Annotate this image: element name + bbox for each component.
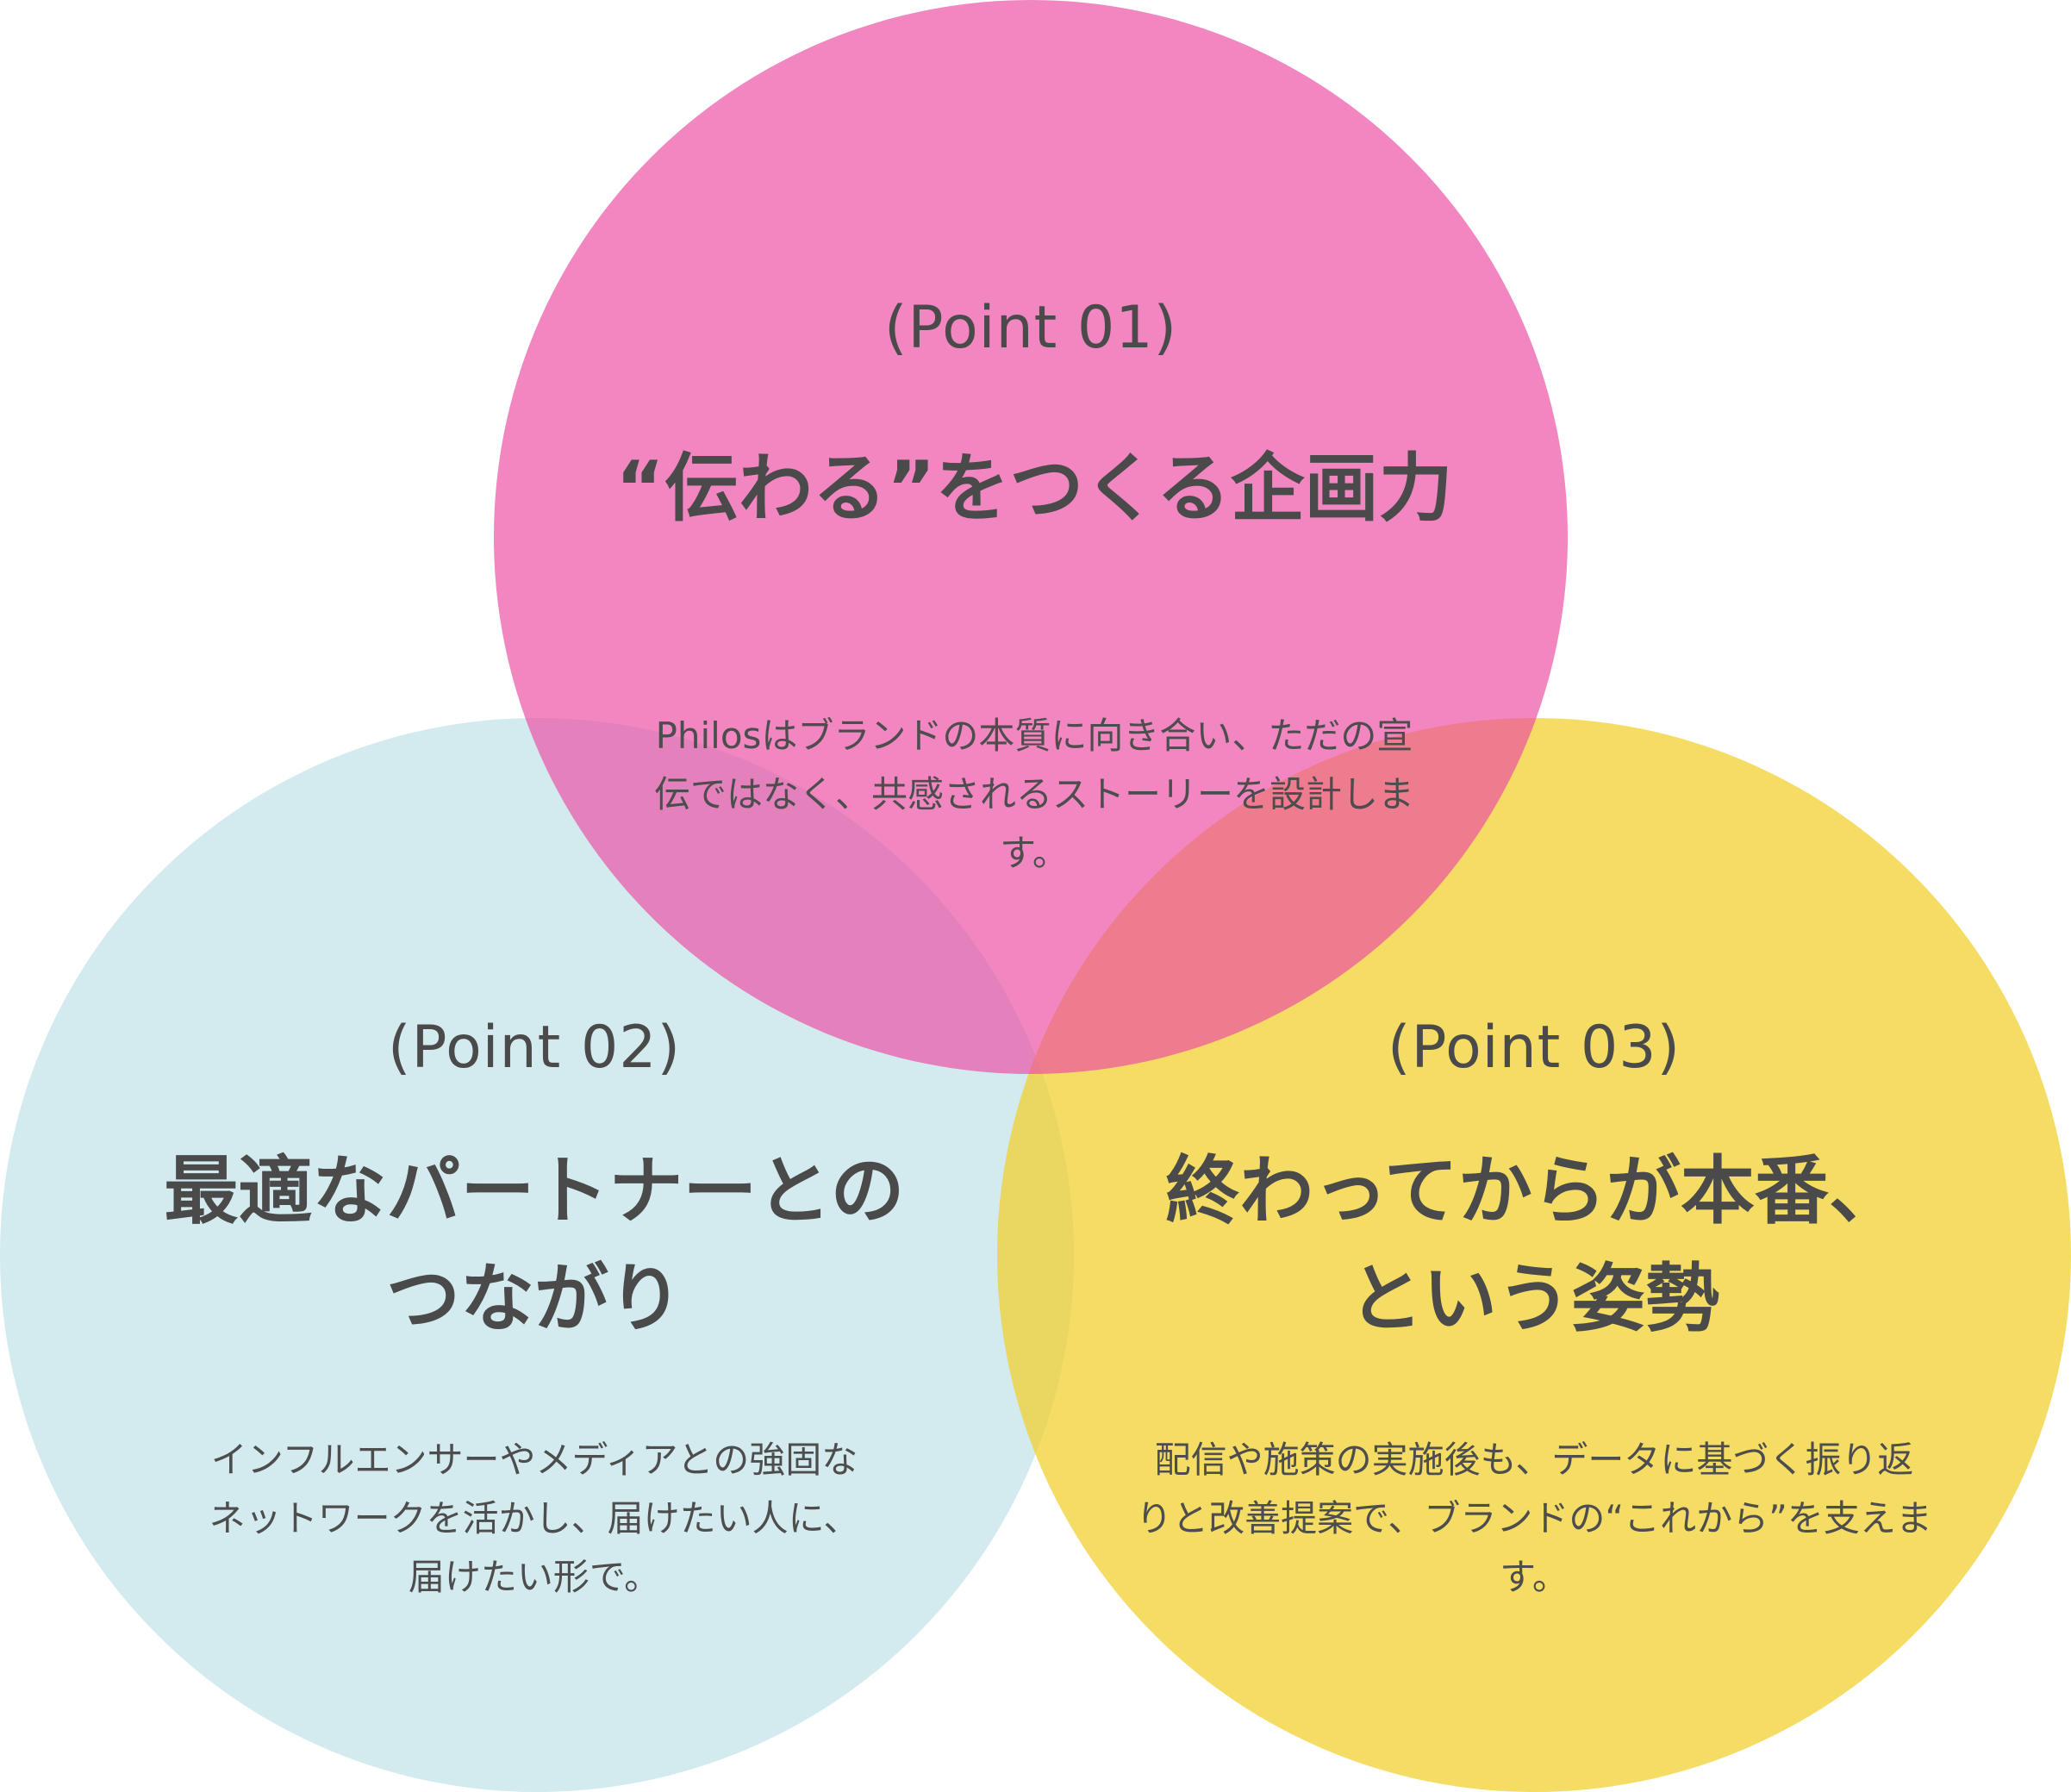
point-03-label: (Point 03) [1387, 1014, 1681, 1082]
point-01-description: Philosはブランドの本質に向き合い、ただの宣 伝ではなく、共感されるストーリ… [653, 715, 1414, 875]
point-01-title: “伝わる”をつくる企画力 [615, 446, 1453, 532]
circle-point-01 [494, 0, 1568, 1074]
point-02-title: 最適なパートナーとの つながり [164, 1148, 905, 1342]
point-03-title: 終わってからが本番、 という姿勢 [1165, 1148, 1903, 1342]
point-01-label: (Point 01) [883, 294, 1178, 362]
point-02-label: (Point 02) [387, 1014, 682, 1082]
point-03-description: 配信や施策の実施後も、データに基づく振り返 りと改善提案で、ブランドの“これから… [1136, 1439, 1932, 1599]
point-02-description: インフルエンサーやメディアとの強固な ネットワークを活かし、届けたい人に、 届け… [209, 1439, 860, 1599]
